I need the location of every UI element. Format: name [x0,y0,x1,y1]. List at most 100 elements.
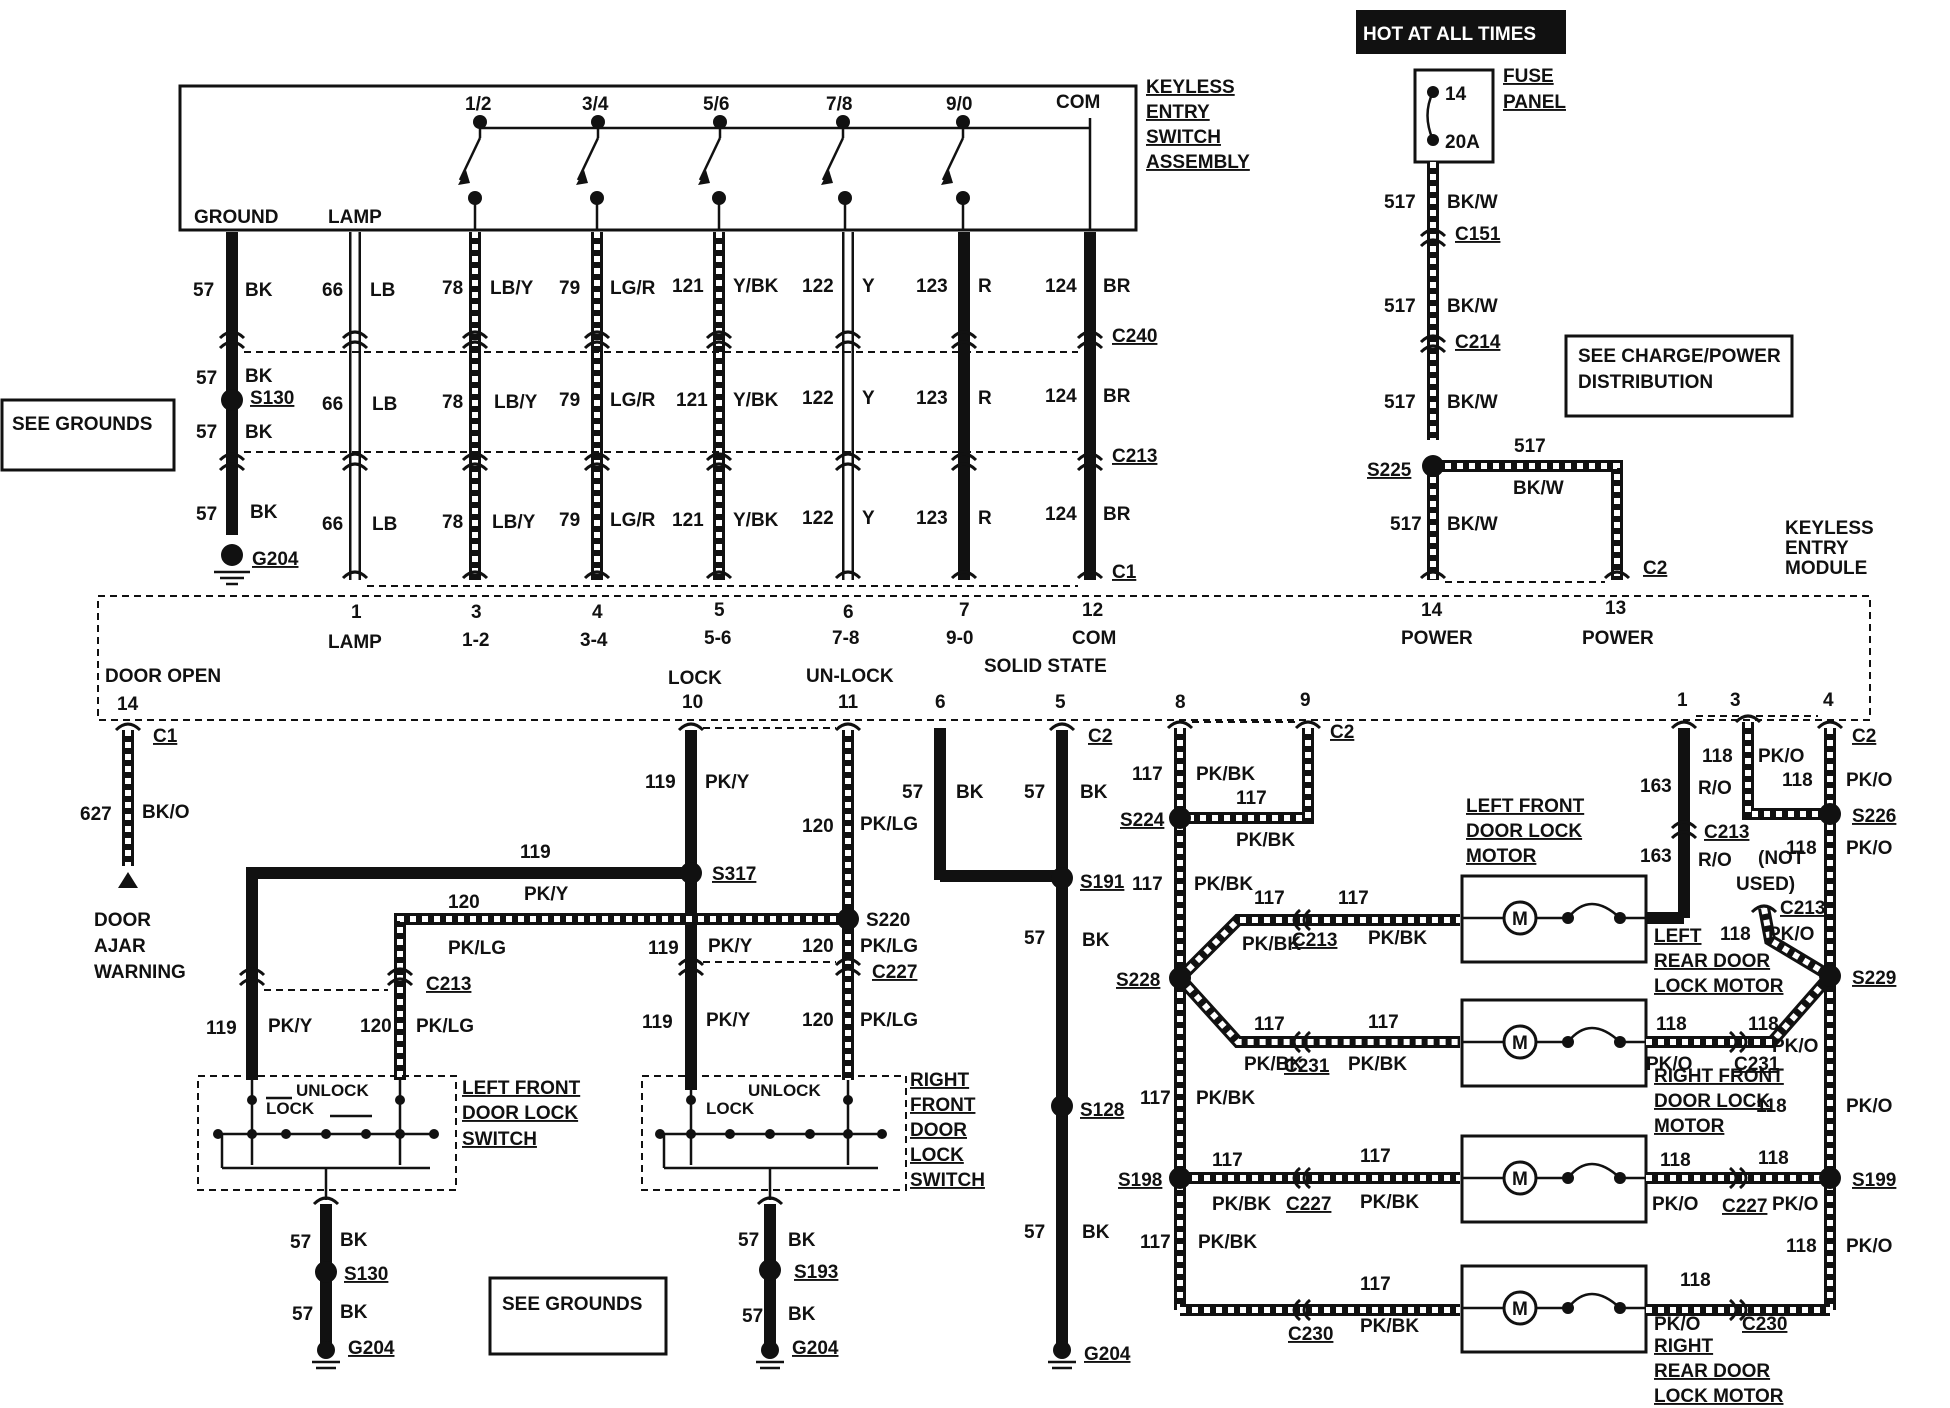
w119-num-1: 119 [645,772,676,793]
s229-label: S229 [1852,968,1896,989]
w117-color-9: PK/BK [1212,1194,1271,1215]
w120-color-5: PK/LG [860,1010,918,1031]
w117-num-6: 117 [1254,1014,1285,1035]
svg-text:BK: BK [245,422,273,443]
s225-splice [1422,455,1444,477]
svg-text:122: 122 [802,508,834,529]
w119-color-4: PK/Y [268,1016,313,1037]
svg-text:R: R [978,388,992,409]
w119-color-2: PK/Y [524,884,569,905]
w163-color-2: R/O [1698,850,1732,871]
circuit-117 [1166,720,1460,1322]
rf-switch-ground [756,1196,784,1370]
door-ajar-wire-num: 627 [80,804,112,825]
s193-label: S193 [794,1262,838,1283]
svg-text:M: M [1512,1299,1528,1320]
svg-text:123: 123 [916,388,948,409]
w118-num-9: 118 [1758,1148,1789,1169]
rr-motor-label-2: REAR DOOR [1654,1361,1770,1382]
lf-motor: M [1460,874,1648,964]
w118-num-1: 118 [1702,746,1733,767]
power-wire [1427,162,1623,580]
hot-at-all-times-label: HOT AT ALL TIMES [1363,24,1536,45]
c2-label-pin5: C2 [1088,726,1112,747]
svg-text:6: 6 [935,692,946,713]
pin6-wire-num: 57 [902,782,923,803]
svg-text:M: M [1512,1169,1528,1190]
lf-switch-label-2: DOOR LOCK [462,1103,578,1124]
lf-ground-num-2: 57 [292,1304,313,1325]
door-ajar-wire [114,722,142,888]
svg-text:123: 123 [916,276,948,297]
w117-num-12: 117 [1360,1274,1391,1295]
svg-text:9-0: 9-0 [946,628,973,649]
svg-text:121: 121 [676,390,708,411]
w117-num-1: 117 [1132,764,1163,785]
svg-text:4: 4 [1823,690,1834,711]
svg-text:3: 3 [1730,690,1741,711]
svg-text:66: 66 [322,514,343,535]
svg-text:POWER: POWER [1582,628,1654,649]
svg-text:BR: BR [1103,504,1131,525]
s228-splice [1169,967,1191,989]
svg-text:BK: BK [250,502,278,523]
svg-text:78: 78 [442,392,463,413]
w117-num-2: 117 [1236,788,1267,809]
svg-text:Y/BK: Y/BK [733,510,779,531]
s225-label: S225 [1367,460,1412,481]
svg-text:R: R [978,276,992,297]
fuse-panel-label-1: FUSE [1503,66,1554,87]
rf-switch-label-1: RIGHT [910,1070,970,1091]
c230-label-left: C230 [1288,1324,1333,1345]
w117-color-12: PK/BK [1360,1316,1419,1337]
switch-assembly-box [178,84,1138,232]
svg-text:6: 6 [843,602,854,623]
svg-text:LG/R: LG/R [610,510,656,531]
pin5-wire-num-3: 57 [1024,1222,1045,1243]
lf-switch-unlock: UNLOCK [296,1081,369,1100]
w118-num-2: 118 [1782,770,1813,791]
w120-color-1: PK/LG [448,938,506,959]
rf-switch-lock: LOCK [706,1099,755,1118]
fuse-icon [1426,91,1435,141]
svg-text:LG/R: LG/R [610,390,656,411]
solid-state-label: SOLID STATE [984,656,1107,677]
svg-text:BK: BK [245,366,273,387]
power-wire-num-4: 517 [1514,436,1546,457]
switch-assembly-label-1: KEYLESS [1146,77,1235,98]
w117-num-11: 117 [1140,1232,1171,1253]
svg-text:Y: Y [862,388,875,409]
switch-terminal-1-2: 1/2 [465,94,491,115]
w117-color-10: PK/BK [1360,1192,1419,1213]
pin6-wire-color: BK [956,782,984,803]
svg-text:124: 124 [1045,386,1077,407]
s317-splice [680,862,702,884]
lf-switch-label-1: LEFT FRONT [462,1078,581,1099]
rf-ground-num-2: 57 [742,1306,763,1327]
switch-lamp-label: LAMP [328,207,382,228]
module-label-3: MODULE [1785,558,1867,579]
lf-ground-color-1: BK [340,1230,368,1251]
power-wire-color-3: BK/W [1447,392,1498,413]
rf-switch-label-2: FRONT [910,1095,976,1116]
switch-assembly-label-2: ENTRY [1146,102,1210,123]
switch-terminal-7-8: 7/8 [826,94,852,115]
pins-6-5-ground [934,722,1076,1370]
svg-text:Y/BK: Y/BK [733,390,779,411]
svg-text:LG/R: LG/R [610,278,656,299]
lock-label: LOCK [668,668,722,689]
g204-label-lf: G204 [348,1338,395,1359]
s220-splice [837,908,859,930]
lr-motor-label-3: LOCK MOTOR [1654,976,1784,997]
w117-num-9: 117 [1212,1150,1243,1171]
c2-label-pin9: C2 [1330,722,1354,743]
svg-text:1: 1 [351,602,362,623]
svg-text:LB/Y: LB/Y [494,392,538,413]
svg-text:1-2: 1-2 [462,630,489,651]
w117-color-1: PK/BK [1196,764,1255,785]
w118-num-6: 118 [1748,1014,1779,1035]
w118-color-2: PK/O [1846,770,1892,791]
